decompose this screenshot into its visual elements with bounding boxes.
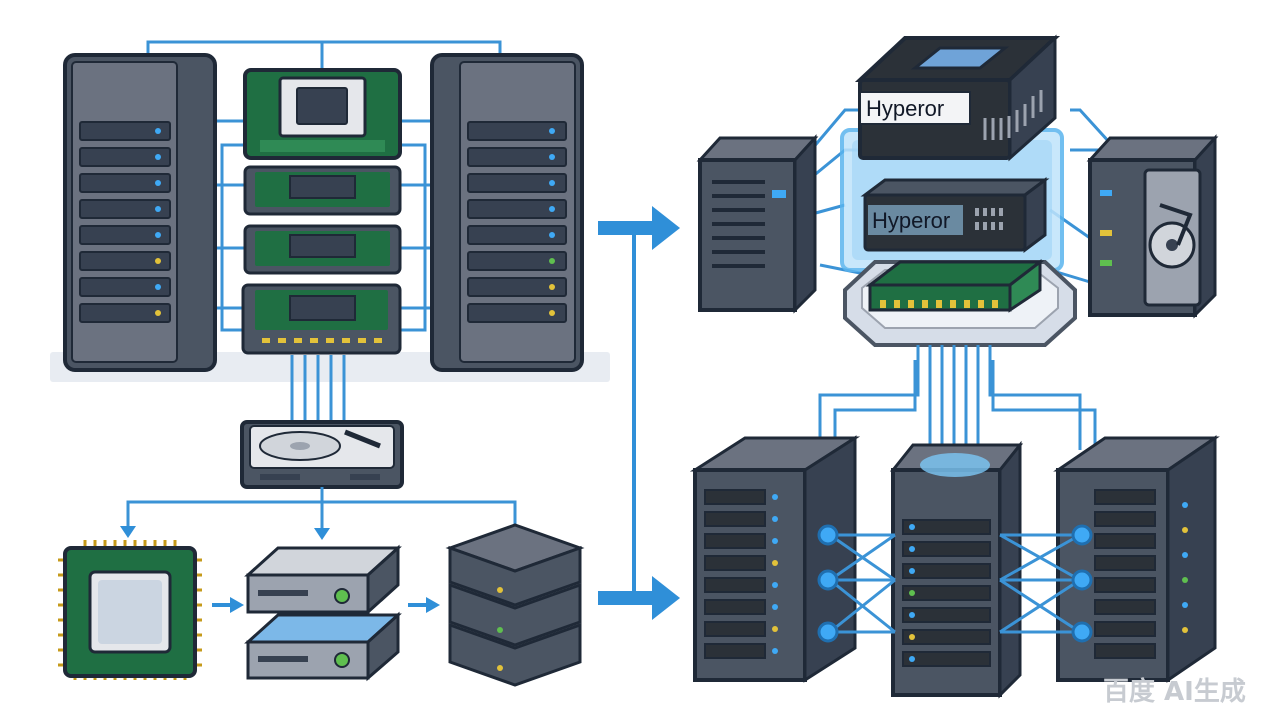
motherboard-icon <box>243 68 402 160</box>
cpu-chip-icon <box>865 258 1045 313</box>
server-rack-icon <box>430 53 584 372</box>
server-rack-icon <box>689 435 861 683</box>
storage-unit-icon <box>244 544 402 616</box>
server-bays <box>79 121 171 323</box>
distribution-lines <box>126 487 517 532</box>
database-stack-icon <box>445 523 585 687</box>
ram-module-icon <box>243 165 402 216</box>
server-rack-icon <box>696 134 819 314</box>
network-nodes <box>817 524 1093 643</box>
server-rack-icon <box>63 53 217 372</box>
hypervisor-label: Hyperor <box>872 208 950 233</box>
bus-lines <box>290 355 346 425</box>
server-rack-icon <box>889 440 1024 699</box>
watermark-text: 百度 AI生成 <box>1103 676 1246 707</box>
hypervisor-block-icon: Hyperor <box>854 34 1061 162</box>
server-rack-icon <box>1053 435 1220 683</box>
hard-drive-icon <box>240 420 404 489</box>
hypervisor-label: Hyperor <box>866 96 944 121</box>
storage-unit-icon <box>1086 134 1219 319</box>
arrow-right-icon <box>120 526 440 613</box>
hypervisor-block-icon: Hyperor <box>860 177 1050 253</box>
cpu-chip-icon <box>58 540 202 680</box>
network-mesh <box>829 533 1081 634</box>
server-leds <box>155 128 161 316</box>
arrow-right-icon <box>598 206 680 620</box>
ram-module-icon <box>241 283 402 355</box>
storage-unit-icon <box>244 611 402 682</box>
ram-module-icon <box>243 224 402 275</box>
